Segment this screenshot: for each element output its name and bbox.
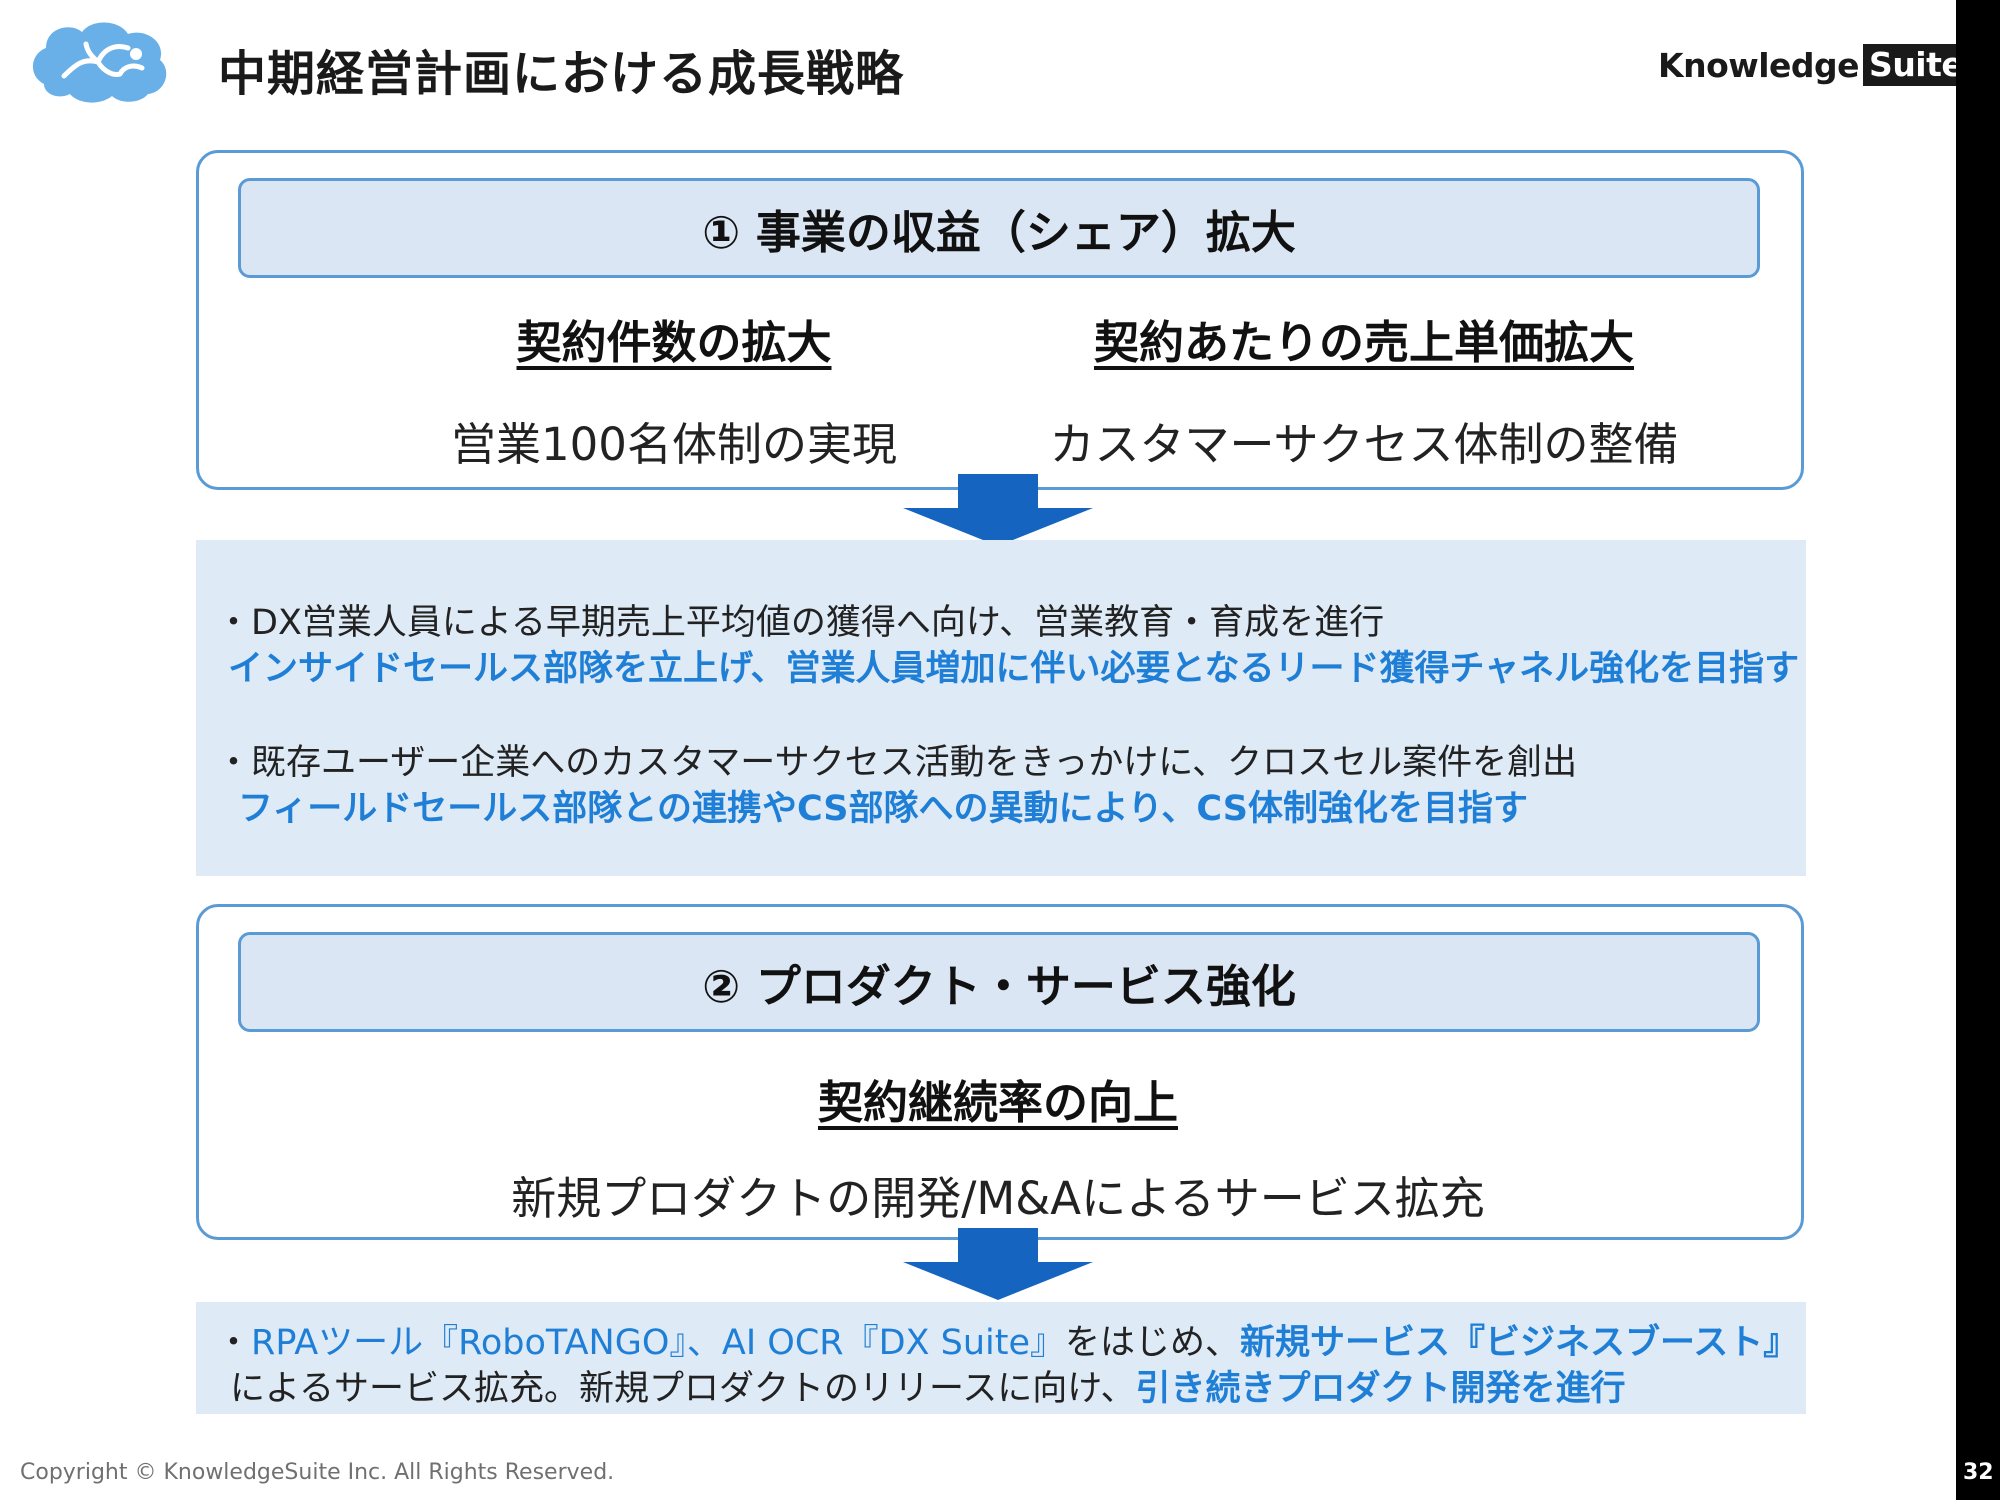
page-number: 32 bbox=[1963, 1460, 1994, 1485]
sales-team-text: 営業100名体制の実現 bbox=[451, 418, 897, 471]
product-detail-continue: 引き続きプロダクト開発を進行 bbox=[1135, 1369, 1626, 1409]
customer-success-text: カスタマーサクセス体制の整備 bbox=[1049, 418, 1679, 471]
copyright-text: Copyright © KnowledgeSuite Inc. All Righ… bbox=[20, 1460, 615, 1485]
revenue-detail-panel bbox=[196, 540, 1806, 876]
product-detail-line2: によるサービス拡充。新規プロダクトのリリースに向け、引き続きプロダクト開発を進行 bbox=[230, 1360, 1625, 1411]
product-detail-new-service: 新規サービス『ビジネスブースト』 bbox=[1240, 1323, 1799, 1363]
detail-emphasis-cs: フィールドセールス部隊との連携やCS部隊への異動により、CS体制強化を目指す bbox=[238, 789, 1528, 829]
detail-bullet-dx-sales: ・DX営業人員による早期売上平均値の獲得へ向け、営業教育・育成を進行 bbox=[216, 603, 1385, 643]
product-detail-expansion: によるサービス拡充。新規プロダクトのリリースに向け、 bbox=[230, 1369, 1136, 1409]
brand-suite-text: Suite bbox=[1863, 44, 1970, 86]
product-development-text: 新規プロダクトの開発/M&Aによるサービス拡充 bbox=[511, 1172, 1485, 1225]
product-detail-panel bbox=[196, 1302, 1806, 1414]
retention-heading: 契約継続率の向上 bbox=[817, 1076, 1178, 1129]
product-detail-line1: ・RPAツール『RoboTANGO』、AI OCR『DX Suite』をはじめ、… bbox=[216, 1314, 1798, 1365]
brand-knowledge-text: Knowledge bbox=[1658, 45, 1860, 85]
brain-icon bbox=[32, 22, 167, 103]
product-detail-tools: RPAツール『RoboTANGO』、AI OCR『DX Suite』 bbox=[251, 1323, 1066, 1363]
detail-emphasis-inside-sales: インサイドセールス部隊を立上げ、営業人員増加に伴い必要となるリード獲得チャネル強… bbox=[228, 649, 1800, 689]
contract-count-heading: 契約件数の拡大 bbox=[516, 316, 832, 369]
section-revenue-header: ① 事業の収益（シェア）拡大 bbox=[238, 178, 1760, 278]
section-product-header: ② プロダクト・サービス強化 bbox=[238, 932, 1760, 1032]
product-detail-bullet-mark: ・ bbox=[216, 1323, 252, 1363]
page-title: 中期経営計画における成長戦略 bbox=[218, 46, 905, 102]
arrow-down-icon bbox=[903, 474, 1093, 546]
brand-logo: Knowledge Suite bbox=[1658, 42, 1976, 88]
unit-price-heading: 契約あたりの売上単価拡大 bbox=[1093, 316, 1634, 369]
arrow-down-icon bbox=[903, 1228, 1093, 1300]
product-detail-connector: をはじめ、 bbox=[1065, 1323, 1241, 1363]
right-edge-bar bbox=[1956, 0, 2000, 1500]
detail-bullet-cross-sell: ・既存ユーザー企業へのカスタマーサクセス活動をきっかけに、クロスセル案件を創出 bbox=[216, 743, 1578, 783]
